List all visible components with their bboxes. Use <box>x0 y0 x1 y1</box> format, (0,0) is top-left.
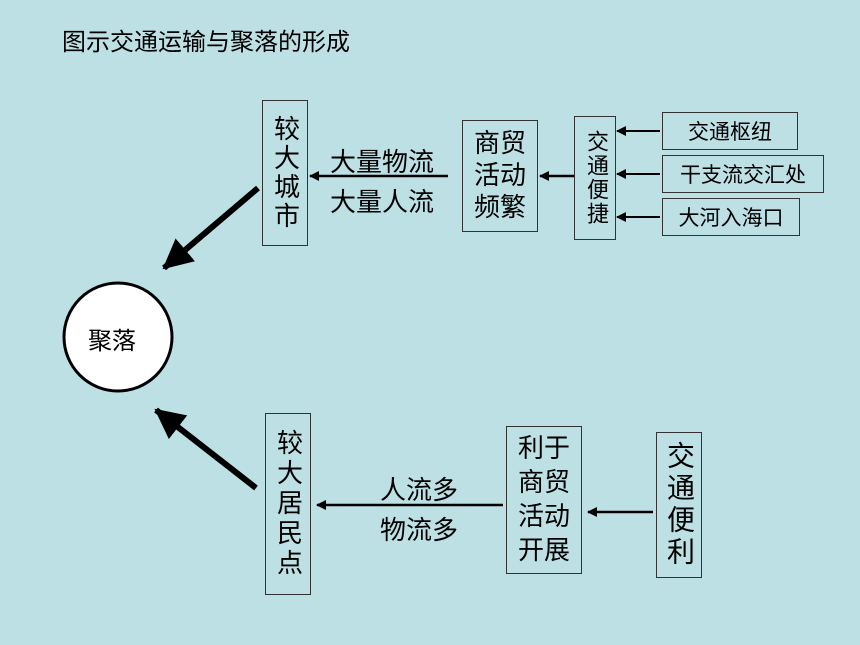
trade-development-box: 利于 商贸 活动 开展 <box>506 426 582 574</box>
page-title: 图示交通运输与聚落的形成 <box>62 28 350 56</box>
trade-dev-line-1: 利于 <box>517 434 570 464</box>
transport-convenient-bottom-box: 交通便利 <box>656 432 702 578</box>
settlement-label: 聚落 <box>88 327 136 355</box>
source-estuary-box: 大河入海口 <box>662 198 800 236</box>
transport-convenient-box: 交通便捷 <box>574 116 616 240</box>
bottom-flow-people: 人流多 <box>380 476 459 506</box>
arrow-city-to-settlement <box>162 185 260 271</box>
top-flow-goods: 大量物流 <box>330 148 435 178</box>
source-hub-box: 交通枢纽 <box>662 112 798 150</box>
trade-dev-line-4: 开展 <box>517 536 570 566</box>
bottom-flow-goods: 物流多 <box>380 516 459 546</box>
trade-line-3: 频繁 <box>473 193 526 223</box>
top-flow-people: 大量人流 <box>330 188 435 218</box>
trade-dev-line-2: 商贸 <box>517 468 570 498</box>
arrow-residence-to-settlement <box>154 407 258 491</box>
trade-frequent-box: 商贸 活动 频繁 <box>462 120 538 232</box>
source-confluence-box: 干支流交汇处 <box>662 155 824 193</box>
settlement-circle <box>62 281 174 393</box>
trade-line-1: 商贸 <box>473 129 526 159</box>
larger-city-box: 较大城市 <box>262 100 308 246</box>
trade-dev-line-3: 活动 <box>517 502 570 532</box>
larger-residence-box: 较大居民点 <box>265 413 311 595</box>
trade-line-2: 活动 <box>473 161 526 191</box>
